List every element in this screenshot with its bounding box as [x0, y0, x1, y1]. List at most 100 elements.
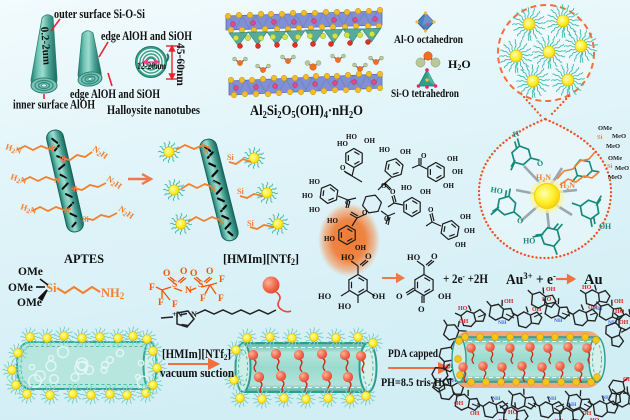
svg-text:OH: OH	[372, 291, 386, 301]
svg-text:HO: HO	[341, 252, 355, 262]
svg-text:O: O	[390, 188, 396, 196]
svg-text:HO: HO	[582, 285, 592, 291]
svg-text:O: O	[396, 291, 403, 301]
svg-text:Al2Si2O5(OH)4·nH2O: Al2Si2O5(OH)4·nH2O	[250, 103, 363, 121]
svg-text:HO: HO	[309, 206, 320, 214]
svg-text:HO: HO	[407, 252, 421, 262]
svg-text:Si: Si	[607, 163, 613, 170]
svg-text:PDA capped: PDA capped	[388, 348, 438, 360]
svg-text:HO: HO	[542, 297, 552, 303]
svg-text:Halloysite nanotubes: Halloysite nanotubes	[107, 103, 200, 117]
svg-text:NH: NH	[498, 320, 507, 326]
svg-text:Si: Si	[247, 219, 254, 228]
svg-text:HO: HO	[327, 217, 338, 225]
svg-text:edge AlOH and SiOH: edge AlOH and SiOH	[70, 87, 160, 101]
svg-text:NH: NH	[602, 395, 611, 401]
svg-text:HO: HO	[337, 140, 348, 148]
svg-text:OH: OH	[452, 168, 463, 176]
svg-text:inner surface AlOH: inner surface AlOH	[13, 98, 95, 112]
svg-text:HO: HO	[508, 410, 518, 416]
svg-text:OH: OH	[364, 137, 375, 145]
svg-text:OH: OH	[619, 320, 629, 326]
svg-text:HO: HO	[309, 178, 320, 186]
svg-text:vacuum suction: vacuum suction	[160, 366, 234, 380]
svg-text:Si: Si	[59, 155, 66, 164]
svg-text:H2O: H2O	[448, 57, 471, 72]
svg-text:MeO: MeO	[606, 143, 620, 150]
svg-text:HO: HO	[401, 184, 412, 192]
svg-text:N: N	[64, 206, 70, 215]
svg-text:OH: OH	[460, 213, 471, 221]
svg-text:N: N	[185, 286, 192, 296]
svg-text:NH: NH	[548, 396, 557, 402]
svg-text:F: F	[172, 300, 178, 310]
svg-text:NH: NH	[492, 396, 501, 402]
svg-text:OH: OH	[447, 155, 458, 163]
svg-text:HO: HO	[490, 185, 504, 196]
svg-text:F: F	[218, 294, 224, 304]
svg-text:N: N	[191, 310, 197, 319]
svg-text:NH: NH	[608, 320, 617, 326]
svg-text:OH: OH	[438, 291, 452, 301]
svg-text:F: F	[219, 275, 225, 285]
svg-text:0.2-2um: 0.2-2um	[38, 26, 53, 65]
svg-text:NH: NH	[554, 318, 563, 324]
svg-text:APTES: APTES	[64, 251, 104, 266]
svg-text:O: O	[206, 267, 213, 277]
svg-text:O: O	[345, 199, 351, 207]
svg-text:O: O	[421, 152, 427, 160]
svg-text:NH: NH	[448, 378, 457, 384]
svg-text:PH=8.5 tris-HCl: PH=8.5 tris-HCl	[381, 377, 452, 389]
svg-text:O: O	[431, 251, 438, 261]
svg-text:Au3+ + e-: Au3+ + e-	[506, 272, 556, 288]
svg-text:HO: HO	[324, 235, 335, 243]
svg-text:HO: HO	[318, 291, 332, 301]
svg-text:O: O	[384, 215, 390, 223]
svg-text:OH: OH	[546, 287, 556, 293]
svg-text:O: O	[163, 269, 170, 279]
svg-text:N: N	[54, 176, 60, 185]
svg-text:H2N: H2N	[536, 173, 551, 184]
svg-text:HO: HO	[379, 146, 390, 154]
svg-text:OMe: OMe	[598, 125, 612, 132]
svg-text:S: S	[198, 280, 203, 290]
svg-text:MeO: MeO	[608, 174, 622, 181]
svg-text:F: F	[149, 283, 155, 293]
svg-text:Si: Si	[82, 215, 89, 224]
svg-text:OH: OH	[455, 241, 466, 249]
svg-text:O: O	[190, 269, 197, 279]
svg-text:F: F	[158, 298, 164, 308]
svg-text:OMe: OMe	[608, 155, 622, 162]
svg-text:[HMIm][NTf2]: [HMIm][NTf2]	[223, 251, 299, 267]
svg-text:MeO: MeO	[612, 133, 626, 140]
svg-text:O: O	[365, 251, 372, 261]
svg-text:NH: NH	[568, 402, 577, 408]
svg-text:OH: OH	[464, 227, 475, 235]
svg-text:Al-O octahedron: Al-O octahedron	[394, 34, 463, 46]
svg-text:OMe: OMe	[8, 282, 33, 294]
svg-text:OH: OH	[582, 411, 592, 417]
svg-text:OMe: OMe	[17, 297, 42, 309]
svg-text:OH: OH	[614, 299, 624, 305]
svg-text:HO: HO	[458, 306, 468, 312]
svg-text:[HMIm][NTf2]: [HMIm][NTf2]	[162, 347, 231, 362]
svg-text:OH: OH	[532, 307, 542, 313]
svg-text:+ 2e- +2H: + 2e- +2H	[443, 272, 488, 286]
svg-text:O: O	[418, 304, 425, 314]
svg-text:OH: OH	[588, 305, 598, 311]
svg-text:12-20nm: 12-20nm	[137, 61, 166, 71]
svg-text:OH: OH	[599, 222, 611, 231]
svg-text:OH: OH	[355, 244, 366, 252]
svg-text:OH: OH	[443, 182, 454, 190]
svg-text:edge AlOH and SiOH: edge AlOH and SiOH	[101, 29, 192, 43]
svg-text:Au: Au	[584, 272, 603, 288]
svg-text:F: F	[200, 294, 206, 304]
svg-text:OH: OH	[420, 188, 431, 196]
svg-text:N: N	[219, 218, 225, 227]
svg-text:+N: +N	[172, 310, 183, 319]
svg-text:Si: Si	[71, 185, 78, 194]
svg-text:N: N	[48, 145, 54, 154]
svg-text:O: O	[428, 206, 434, 214]
svg-text:Si: Si	[227, 153, 234, 162]
svg-text:H: H	[512, 129, 520, 139]
